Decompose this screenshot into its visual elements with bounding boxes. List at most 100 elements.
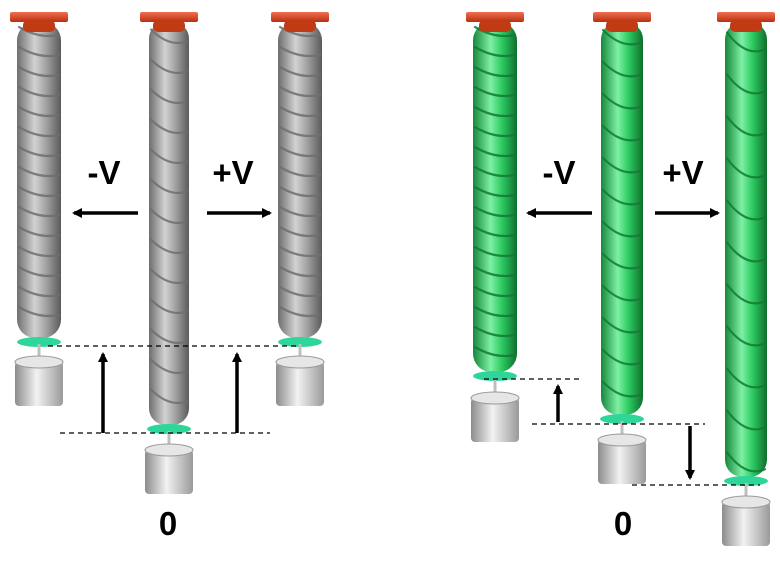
coil-groove-gray-2	[149, 88, 189, 105]
coil-groove-gray-3	[278, 245, 322, 258]
coil-groove-green-1	[473, 45, 517, 58]
top-cap-gray-2	[140, 12, 198, 22]
weight-body-gray-3	[276, 362, 324, 406]
coil-groove-green-2	[601, 188, 643, 206]
coil-groove-gray-3	[278, 125, 322, 138]
coil-groove-gray-1	[17, 225, 61, 238]
coil-groove-gray-2	[149, 358, 189, 375]
coil-groove-gray-3	[278, 145, 322, 158]
top-cap-knob-gray-3	[284, 20, 316, 32]
coil-groove-green-1	[473, 245, 517, 258]
coil-groove-green-2	[601, 348, 643, 366]
coil-groove-green-1	[473, 105, 517, 118]
weight-top-green-1	[470, 391, 520, 405]
coil-groove-green-1	[473, 25, 517, 38]
top-cap-gray-3	[271, 12, 329, 22]
coil-groove-gray-3	[278, 305, 322, 318]
coil-groove-gray-3	[278, 185, 322, 198]
arrows	[72, 208, 720, 480]
coil-groove-green-3	[725, 73, 767, 95]
coil-group	[10, 12, 775, 546]
coil-groove-gray-1	[17, 205, 61, 218]
coil-groove-gray-1	[17, 65, 61, 78]
coil-groove-green-2	[601, 252, 643, 270]
coil-groove-gray-3	[278, 265, 322, 278]
top-cap-knob-gray-1	[23, 20, 55, 32]
top-cap-knob-green-3	[730, 20, 762, 32]
coil-groove-green-3	[725, 283, 767, 305]
coil-groove-gray-1	[17, 165, 61, 178]
coil-groove-gray-3	[278, 45, 322, 58]
coil-groove-gray-3	[278, 105, 322, 118]
coil-groove-gray-2	[149, 28, 189, 45]
coil-groove-green-2	[601, 28, 643, 46]
top-cap-green-1	[466, 12, 524, 22]
coil-groove-gray-2	[149, 178, 189, 195]
coil-groove-green-2	[601, 156, 643, 174]
hook-gray-1	[17, 337, 61, 347]
reference-lines	[48, 345, 760, 486]
coil-groove-green-3	[725, 157, 767, 179]
coil-groove-green-3	[725, 199, 767, 221]
weight-body-green-3	[722, 502, 770, 546]
coil-groove-green-2	[601, 60, 643, 78]
coil-groove-gray-1	[17, 145, 61, 158]
coil-body-gray-1	[17, 22, 61, 338]
coil-groove-green-3	[725, 241, 767, 263]
weight-top-gray-1	[14, 355, 64, 369]
coil-groove-green-1	[473, 265, 517, 278]
top-cap-knob-green-1	[479, 20, 511, 32]
coil-groove-gray-1	[17, 85, 61, 98]
coil-groove-gray-1	[17, 25, 61, 38]
coil-groove-green-2	[601, 92, 643, 110]
top-cap-green-2	[593, 12, 651, 22]
coil-groove-gray-2	[149, 118, 189, 135]
label-right-plus-v: +V	[662, 154, 703, 191]
coil-groove-gray-2	[149, 148, 189, 165]
coil-groove-green-3	[725, 325, 767, 347]
coil-groove-gray-1	[17, 245, 61, 258]
coil-groove-green-2	[601, 124, 643, 142]
coil-groove-gray-2	[149, 238, 189, 255]
coil-groove-green-1	[473, 305, 517, 318]
coil-groove-gray-2	[149, 268, 189, 285]
coil-groove-green-2	[601, 220, 643, 238]
coil-groove-green-3	[725, 451, 767, 473]
coil-groove-green-1	[473, 185, 517, 198]
coil-groove-green-1	[473, 65, 517, 78]
label-right-zero: 0	[614, 505, 632, 542]
coil-groove-green-1	[473, 205, 517, 218]
top-cap-knob-gray-2	[153, 20, 185, 32]
coil-groove-gray-1	[17, 265, 61, 278]
top-cap-knob-green-2	[606, 20, 638, 32]
weight-top-green-3	[721, 495, 771, 509]
coil-groove-gray-1	[17, 185, 61, 198]
coil-groove-green-2	[601, 380, 643, 398]
coil-groove-gray-3	[278, 225, 322, 238]
coil-groove-gray-2	[149, 208, 189, 225]
coil-groove-gray-3	[278, 85, 322, 98]
coil-body-green-1	[473, 22, 517, 372]
label-left-minus-v: -V	[88, 154, 121, 191]
coil-groove-gray-2	[149, 328, 189, 345]
coil-groove-green-2	[601, 316, 643, 334]
label-left-plus-v: +V	[212, 154, 253, 191]
weight-body-gray-1	[15, 362, 63, 406]
label-left-zero: 0	[159, 505, 177, 542]
coil-groove-gray-3	[278, 25, 322, 38]
coil-groove-gray-1	[17, 45, 61, 58]
weight-top-gray-2	[144, 443, 194, 457]
label-right-minus-v: -V	[543, 154, 576, 191]
hook-gray-3	[278, 337, 322, 347]
coil-groove-green-3	[725, 409, 767, 431]
coil-groove-gray-1	[17, 105, 61, 118]
coil-groove-gray-3	[278, 285, 322, 298]
top-cap-green-3	[717, 12, 775, 22]
coil-groove-green-1	[473, 85, 517, 98]
coil-body-gray-2	[149, 22, 189, 425]
coil-groove-green-1	[473, 125, 517, 138]
coil-groove-green-3	[725, 115, 767, 137]
weight-top-gray-3	[275, 355, 325, 369]
coil-groove-green-1	[473, 325, 517, 338]
